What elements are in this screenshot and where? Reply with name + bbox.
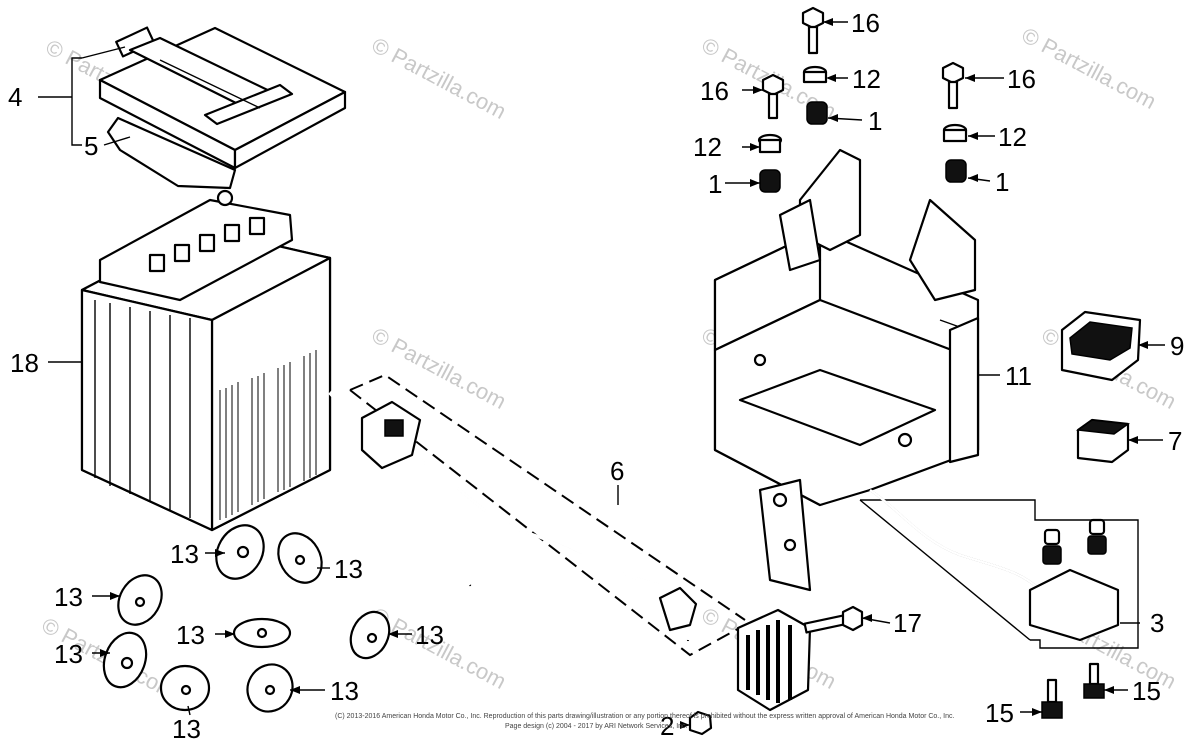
callout-13: 13 <box>170 539 199 569</box>
callout-12: 12 <box>998 122 1027 152</box>
callout-16: 16 <box>700 76 729 106</box>
rubber-1-upper <box>806 101 828 125</box>
bolt-16-upper <box>801 6 825 55</box>
callout-1: 1 <box>995 167 1009 197</box>
callout-13: 13 <box>415 620 444 650</box>
collar-12-upper <box>802 65 828 84</box>
callout-7: 7 <box>1168 426 1182 456</box>
copyright-line: (C) 2013-2016 American Honda Motor Co., … <box>335 713 954 720</box>
leader-arrowheads <box>100 18 1148 729</box>
callouts: 4 5 18 16 16 16 12 12 12 1 1 1 9 11 7 6 … <box>8 8 1184 744</box>
rubber-1-left <box>759 169 781 193</box>
callout-9: 9 <box>1170 331 1184 361</box>
rubber-1-right <box>945 159 967 183</box>
collar-12-left <box>757 133 783 154</box>
watermark: © Partzilla.com <box>368 322 511 414</box>
relay-part-9 <box>1060 310 1142 382</box>
callout-4: 4 <box>8 82 22 112</box>
wire-harness-part-6 <box>349 373 746 657</box>
battery-cover-part-4-5 <box>98 26 347 190</box>
callout-12: 12 <box>852 64 881 94</box>
page-design-line: Page design (c) 2004 - 2017 by ARI Netwo… <box>505 723 688 730</box>
callout-13: 13 <box>172 714 201 744</box>
battery-part-18 <box>80 189 473 587</box>
screw-part-15-left <box>1041 678 1063 719</box>
callout-15: 15 <box>1132 676 1161 706</box>
callout-12: 12 <box>693 132 722 162</box>
screw-part-15-right <box>1083 662 1105 699</box>
rectifier <box>736 608 812 712</box>
nut-part-2 <box>688 710 713 736</box>
watermark: © Partzilla.com <box>368 32 511 124</box>
callout-1: 1 <box>708 169 722 199</box>
relay-part-7 <box>1075 418 1131 464</box>
callout-17: 17 <box>893 608 922 638</box>
regulator-part-3 <box>859 488 1139 649</box>
bolt-part-17 <box>803 605 864 634</box>
battery-case-part-11 <box>713 148 980 592</box>
bolt-16-right <box>941 61 965 110</box>
callout-3: 3 <box>1150 608 1164 638</box>
watermark: © Partzilla.com <box>1018 22 1161 114</box>
callout-11: 11 <box>1005 361 1032 391</box>
callout-6: 6 <box>610 456 624 486</box>
bolt-16-left <box>761 73 785 120</box>
callout-1: 1 <box>868 106 882 136</box>
callout-16: 16 <box>851 8 880 38</box>
callout-13: 13 <box>330 676 359 706</box>
callout-15: 15 <box>985 698 1014 728</box>
callout-13: 13 <box>334 554 363 584</box>
callout-13: 13 <box>176 620 205 650</box>
callout-13: 13 <box>54 582 83 612</box>
collar-12-right <box>942 123 968 143</box>
callout-13: 13 <box>54 639 83 669</box>
callout-18: 18 <box>10 348 39 378</box>
rubber-pads-part-13 <box>102 524 391 713</box>
copyright-footer: (C) 2013-2016 American Honda Motor Co., … <box>335 713 954 730</box>
callout-5: 5 <box>84 131 98 161</box>
callout-16: 16 <box>1007 64 1036 94</box>
callout-2: 2 <box>660 711 674 741</box>
